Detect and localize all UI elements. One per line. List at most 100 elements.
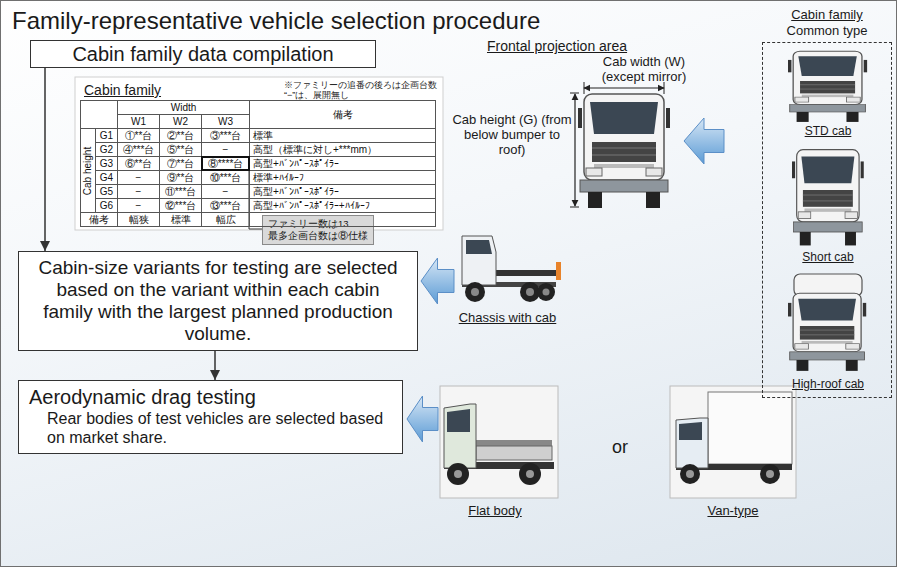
flat-body-figure xyxy=(440,386,558,498)
table-text: Cab height xyxy=(82,146,94,194)
table-cell: ②**台 xyxy=(159,128,202,143)
node-text: Cabin-size variants for testing are sele… xyxy=(29,257,407,345)
table-cell: 幅広 xyxy=(201,212,250,227)
label-text: Cabin family xyxy=(84,82,161,99)
table-cell: G3 xyxy=(95,156,118,171)
node-text: Cabin family xyxy=(763,7,891,22)
table-text: ③***台 xyxy=(210,130,242,142)
table-text: − xyxy=(136,200,142,212)
table-cell xyxy=(249,212,436,227)
table-text: − xyxy=(223,144,229,156)
table-ground xyxy=(75,77,443,230)
table-cell: ⑤**台 xyxy=(159,142,202,157)
table-text: ⑤**台 xyxy=(167,144,195,156)
table-text: ⑬***台 xyxy=(210,200,242,212)
node-text: ファミリー数は13 最多企画台数は⑧仕様 xyxy=(268,218,368,242)
table-cell: G5 xyxy=(95,184,118,199)
flow-arrow xyxy=(214,351,216,380)
table-text: 高型（標準に対し+***mm） xyxy=(253,144,377,156)
label-text: Van-type xyxy=(678,503,788,518)
table-cell: ⑩***台 xyxy=(201,170,250,185)
table-cell: ⑫***台 xyxy=(159,198,202,213)
table-cell: 標準 xyxy=(249,128,436,143)
table-text: − xyxy=(223,186,229,198)
table-text: G3 xyxy=(100,158,113,170)
table-text: G6 xyxy=(100,200,113,212)
table-text: 標準+ﾊｲﾙｰﾌ xyxy=(253,172,304,184)
table-cell: 高型+ﾊﾞﾝﾊﾟｰｽﾎﾟｲﾗｰ xyxy=(249,184,436,199)
table-cell: 標準 xyxy=(159,212,202,227)
table-text: ⑩***台 xyxy=(210,172,242,184)
chassis-figure xyxy=(462,236,561,302)
table-cell: − xyxy=(117,198,160,213)
table-text: 幅狭 xyxy=(129,214,149,226)
table-cell: ⑦**台 xyxy=(159,156,202,171)
process-box: Aerodynamic drag testingRear bodies of t… xyxy=(18,380,403,454)
table-text: ④***台 xyxy=(123,144,155,156)
table-cell xyxy=(80,100,118,129)
table-cell: G6 xyxy=(95,198,118,213)
table-cell: ⑬***台 xyxy=(201,198,250,213)
table-cell: 備考 xyxy=(80,212,118,227)
table-text: 高型+ﾊﾞﾝﾊﾟｰｽﾎﾟｲﾗｰ xyxy=(253,186,339,198)
table-text: G4 xyxy=(100,172,113,184)
label-text: STD cab xyxy=(772,124,884,138)
table-text: ②**台 xyxy=(167,130,195,142)
table-text: 標準 xyxy=(253,130,273,142)
table-cell: − xyxy=(201,142,250,157)
table-text: 高型+ﾊﾞﾝﾊﾟｰｽﾎﾟｲﾗｰ+ﾊｲﾙｰﾌ xyxy=(253,200,370,212)
table-cell: ⑪***台 xyxy=(159,184,202,199)
table-text: 標準 xyxy=(171,214,191,226)
table-cell: ④***台 xyxy=(117,142,160,157)
table-text: ①**台 xyxy=(125,130,153,142)
table-text: 高型+ﾊﾞﾝﾊﾟｰｽﾎﾟｲﾗｰ xyxy=(253,158,339,170)
flow-arrow xyxy=(44,68,46,251)
table-cell: 標準+ﾊｲﾙｰﾌ xyxy=(249,170,436,185)
table-text: ⑨**台 xyxy=(167,172,195,184)
table-cell: − xyxy=(117,184,160,199)
table-cell: − xyxy=(117,170,160,185)
label-text: Frontal projection area xyxy=(487,38,627,55)
table-text: 備考 xyxy=(333,109,353,121)
node-text: Common type xyxy=(763,23,891,38)
table-text: ⑦**台 xyxy=(167,158,195,170)
label-text: or xyxy=(605,436,635,458)
node-text: Cabin family data compilation xyxy=(39,42,367,66)
table-text: G5 xyxy=(100,186,113,198)
cab-variant-figures xyxy=(788,51,867,371)
table-text: W2 xyxy=(173,116,188,128)
label-text: Cab height (G) (from below bumper to roo… xyxy=(452,112,572,157)
diagram-title: Family-representative vehicle selection … xyxy=(12,6,540,36)
table-text: ⑧****台 xyxy=(208,158,244,170)
front-cab-figure xyxy=(570,82,670,208)
process-box: Cabin family data compilation xyxy=(30,40,376,68)
table-cell: Cab height xyxy=(80,128,96,213)
label-text: Cab width (W) (except mirror) xyxy=(594,54,694,84)
table-cell: ⑨**台 xyxy=(159,170,202,185)
group-box: Cabin familyCommon type xyxy=(762,42,892,398)
van-body-figure xyxy=(670,386,796,498)
table-cell: 高型+ﾊﾞﾝﾊﾟｰｽﾎﾟｲﾗｰ+ﾊｲﾙｰﾌ xyxy=(249,198,436,213)
table-cell: 高型（標準に対し+***mm） xyxy=(249,142,436,157)
table-text: W3 xyxy=(218,116,233,128)
table-cell: G2 xyxy=(95,142,118,157)
table-text: − xyxy=(136,186,142,198)
table-text: − xyxy=(136,172,142,184)
table-text: ⑫***台 xyxy=(165,200,197,212)
table-cell: 備考 xyxy=(249,100,436,129)
table-text: G1 xyxy=(100,130,113,142)
table-text: ⑥**台 xyxy=(125,158,153,170)
process-box: Cabin-size variants for testing are sele… xyxy=(18,251,418,351)
table-text: Width xyxy=(171,102,197,114)
table-cell: ③***台 xyxy=(201,128,250,143)
node-text: Aerodynamic drag testing xyxy=(29,385,392,409)
table-cell: G1 xyxy=(95,128,118,143)
table-text: 幅広 xyxy=(216,214,236,226)
label-text: Flat body xyxy=(440,503,550,518)
table-text: G2 xyxy=(100,144,113,156)
table-text: 備考 xyxy=(89,214,109,226)
table-cell: W3 xyxy=(201,114,250,129)
node-text: Rear bodies of test vehicles are selecte… xyxy=(47,409,392,447)
table-cell: − xyxy=(201,184,250,199)
